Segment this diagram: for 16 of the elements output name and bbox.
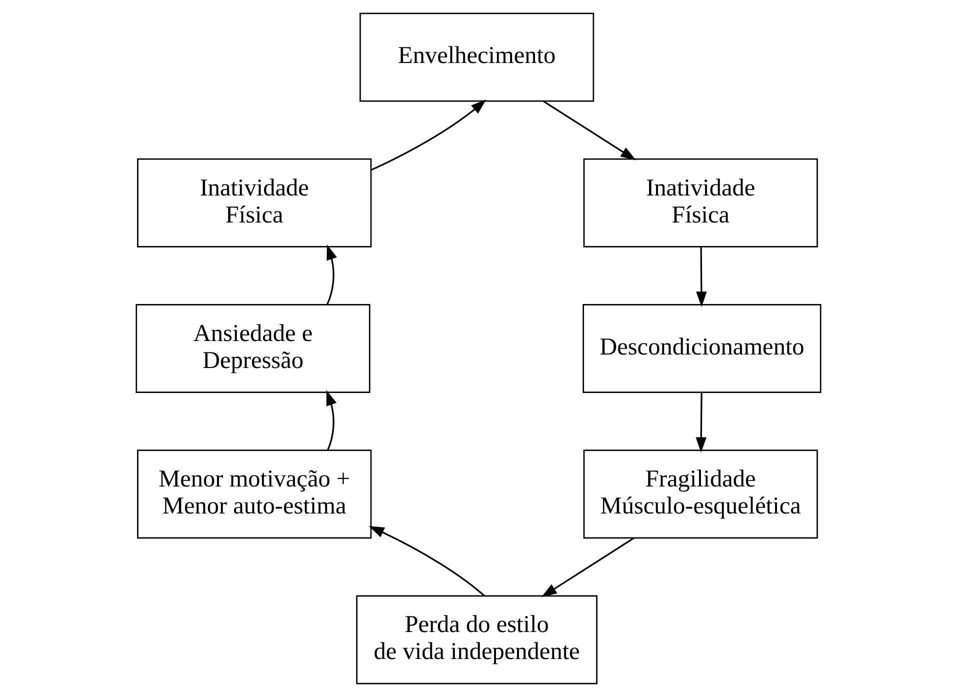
- node-box: Inatividade Física: [137, 158, 372, 248]
- arrow: [370, 100, 486, 171]
- arrow: [326, 390, 337, 450]
- arrow: [696, 392, 707, 453]
- arrow: [696, 246, 707, 308]
- arrow: [368, 526, 485, 596]
- node-box: Menor motivação + Menor auto-estima: [137, 450, 372, 539]
- arrow: [326, 244, 337, 305]
- node-box: Envelhecimento: [360, 12, 594, 102]
- node-box: Ansiedade e Depressão: [136, 304, 370, 393]
- node-box: Descondicionamento: [582, 304, 822, 393]
- node-box: Fragilidade Músculo-esquelética: [583, 450, 818, 539]
- arrow: [542, 100, 636, 160]
- node-box: Inatividade Física: [583, 158, 818, 248]
- arrow: [541, 537, 634, 598]
- node-box: Perda do estilo de vida independente: [356, 595, 598, 684]
